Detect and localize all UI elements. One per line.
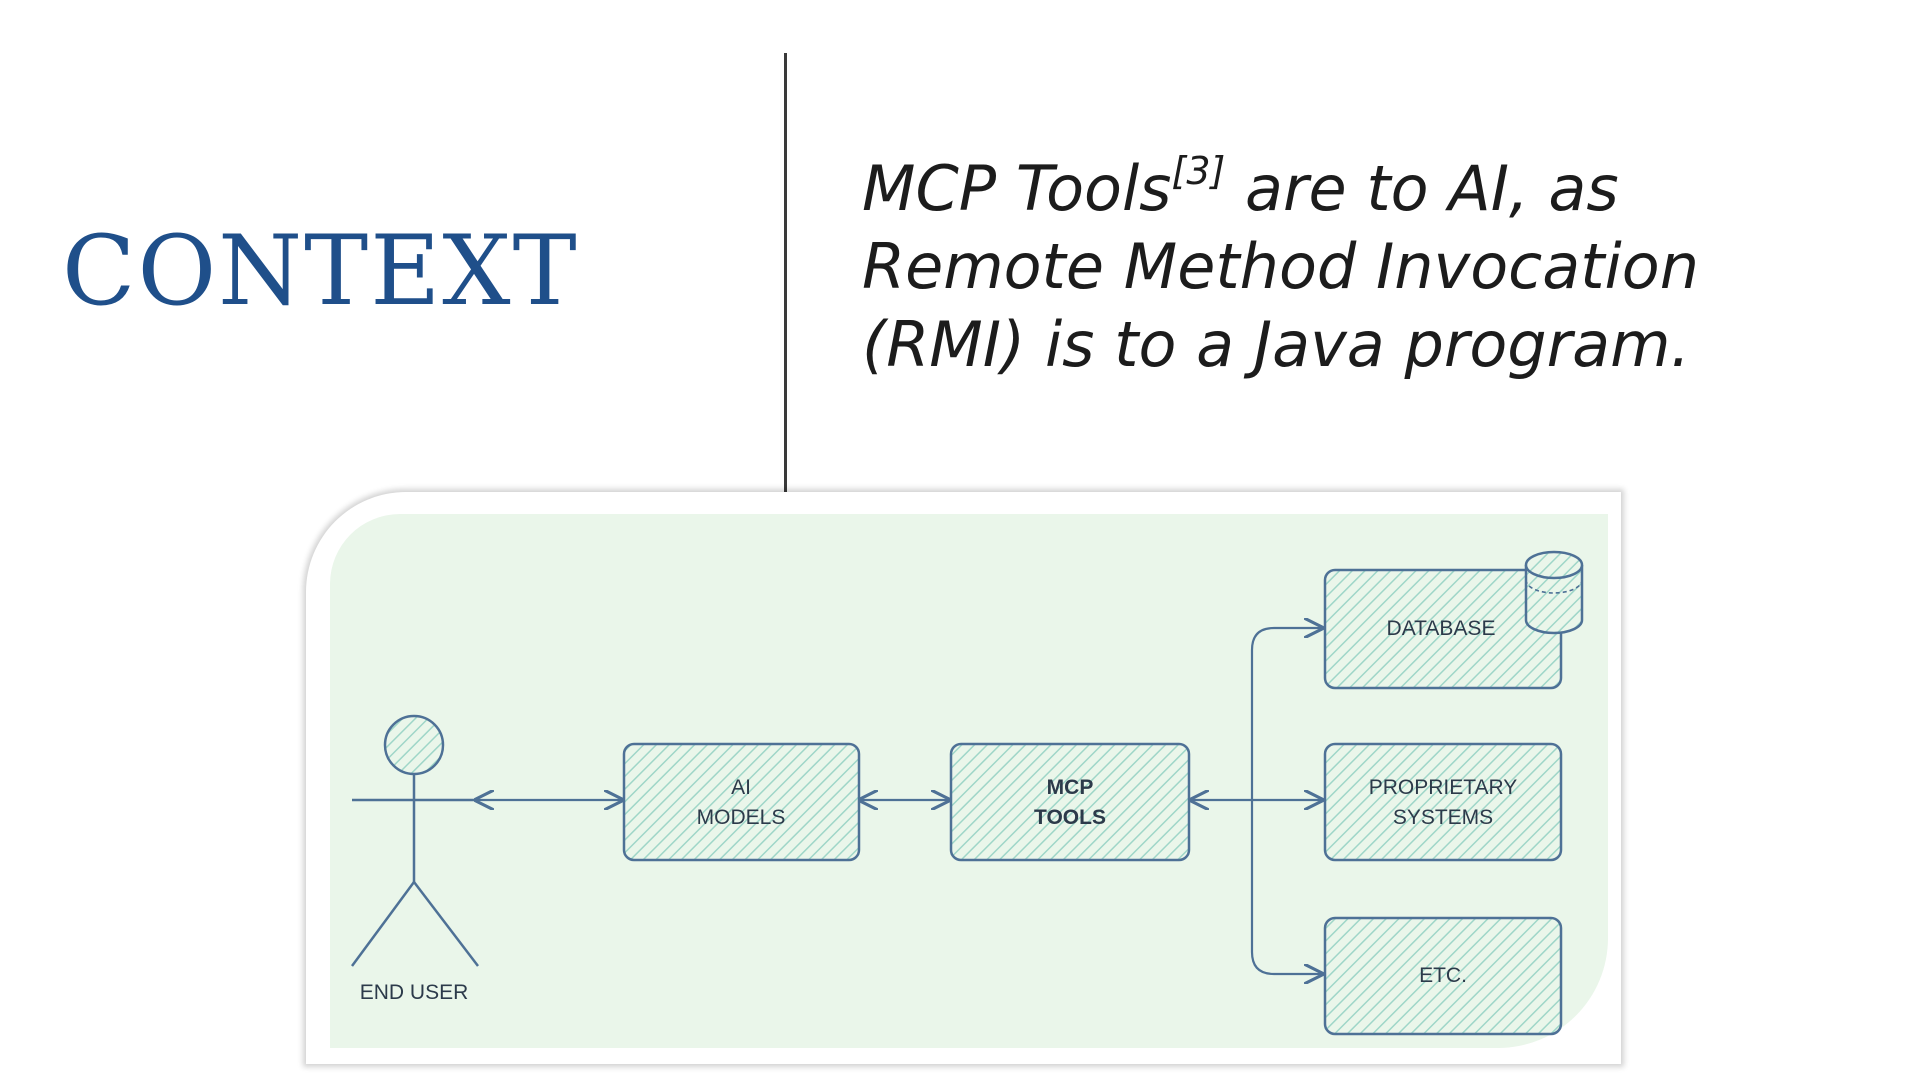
database-node: DATABASE xyxy=(1323,550,1584,690)
connector-mcp-etc xyxy=(1250,800,1322,974)
vertical-divider xyxy=(784,53,787,498)
etc-node: ETC. xyxy=(1323,916,1563,1036)
connector-mcp-database xyxy=(1250,628,1322,800)
end-user-actor: END USER xyxy=(350,714,479,1004)
quote-text: MCP Tools[3] are to AI, as Remote Method… xyxy=(862,150,1862,384)
actor-head-icon xyxy=(383,714,445,776)
citation-superscript: [3] xyxy=(1171,149,1226,194)
proprietary-systems-node: PROPRIETARY SYSTEMS xyxy=(1323,742,1563,862)
mcp-tools-label-line-2: TOOLS xyxy=(1034,806,1106,829)
proprietary-label-line-2: SYSTEMS xyxy=(1393,806,1493,829)
proprietary-label-line-1: PROPRIETARY xyxy=(1369,776,1518,799)
actor-left-leg xyxy=(350,881,416,967)
quote-line-3: (RMI) is to a Java program. xyxy=(862,308,1691,381)
mcp-tools-label-line-1: MCP xyxy=(1047,776,1094,799)
actor-right-leg xyxy=(413,881,479,967)
etc-label: ETC. xyxy=(1419,964,1467,987)
quote-line-1: MCP Tools[3] are to AI, as xyxy=(862,152,1619,225)
ai-models-label-line-2: MODELS xyxy=(697,806,786,829)
mcp-tools-node: MCP TOOLS xyxy=(949,742,1191,862)
end-user-label: END USER xyxy=(360,981,469,1004)
database-label: DATABASE xyxy=(1387,617,1496,640)
ai-models-node: AI MODELS xyxy=(622,742,861,862)
database-cylinder-icon xyxy=(1524,550,1584,635)
ai-models-label-line-1: AI xyxy=(731,776,751,799)
quote-line-1-end: are to AI, as xyxy=(1225,152,1619,225)
quote-line-2: Remote Method Invocation xyxy=(862,230,1699,303)
quote-line-1-start: MCP Tools xyxy=(862,152,1172,225)
slide-title: CONTEXT xyxy=(62,215,579,327)
